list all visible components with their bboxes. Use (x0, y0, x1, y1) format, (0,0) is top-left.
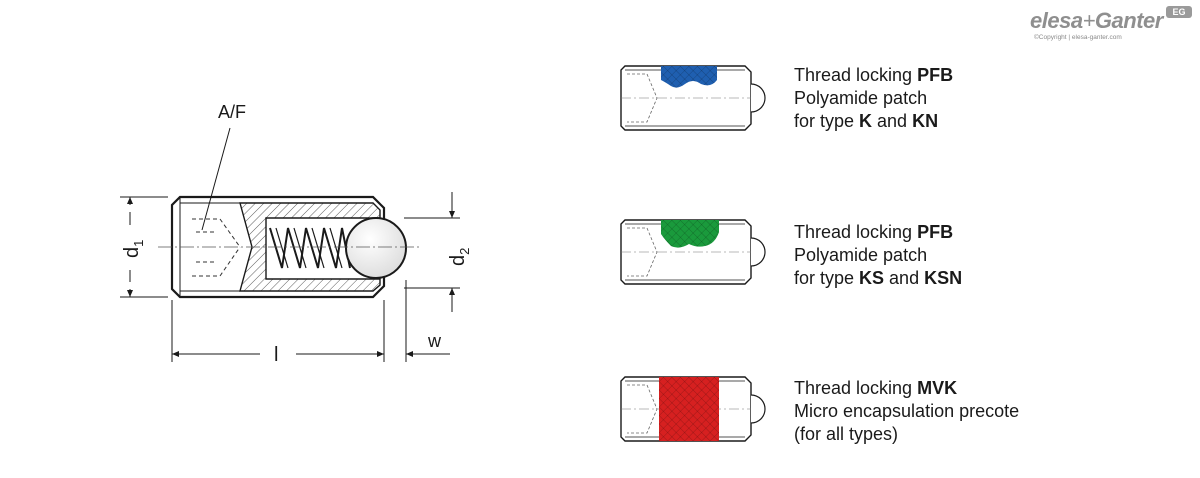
caption-pfb-k-kn: Thread locking PFB Polyamide patch for t… (794, 64, 953, 133)
caption-line-3: for type K and KN (794, 111, 939, 131)
svg-text:d1: d1 (121, 240, 146, 258)
caption-line-2: Polyamide patch (794, 88, 928, 108)
ball-plunger-section (158, 195, 420, 299)
dimension-lines (120, 127, 460, 362)
caption-mvk: Thread locking MVK Micro encapsulation p… (794, 377, 1019, 446)
d2-label: d2 (447, 248, 472, 266)
w-label: w (427, 331, 442, 351)
brand-logo: elesa+Ganter EG ©Copyright | elesa-gante… (1030, 6, 1195, 46)
caption-line-1: Thread locking PFB (794, 65, 954, 85)
hex-socket (192, 218, 241, 277)
caption-line-3: (for all types) (794, 424, 899, 444)
copyright-text: ©Copyright | elesa-ganter.com (1034, 34, 1122, 41)
caption-line-2: Polyamide patch (794, 245, 928, 265)
af-label: A/F (218, 102, 246, 122)
d1-label: d1 (121, 240, 146, 258)
logo-wordmark: elesa+Ganter (1030, 8, 1163, 33)
l-label: l (274, 344, 278, 366)
caption-line-2: Micro encapsulation precote (794, 401, 1020, 421)
logo-badge: EG (1166, 6, 1192, 18)
svg-text:d2: d2 (447, 248, 472, 266)
caption-line-1: Thread locking PFB (794, 222, 954, 242)
caption-pfb-ks-ksn: Thread locking PFB Polyamide patch for t… (794, 221, 962, 290)
caption-line-3: for type KS and KSN (794, 268, 963, 288)
caption-line-1: Thread locking MVK (794, 378, 958, 398)
ball (345, 217, 407, 279)
spring (269, 227, 351, 269)
variant-pfb-blue-drawing (620, 65, 766, 131)
variant-pfb-green-drawing (620, 219, 766, 285)
variant-mvk-red-drawing (620, 376, 766, 442)
